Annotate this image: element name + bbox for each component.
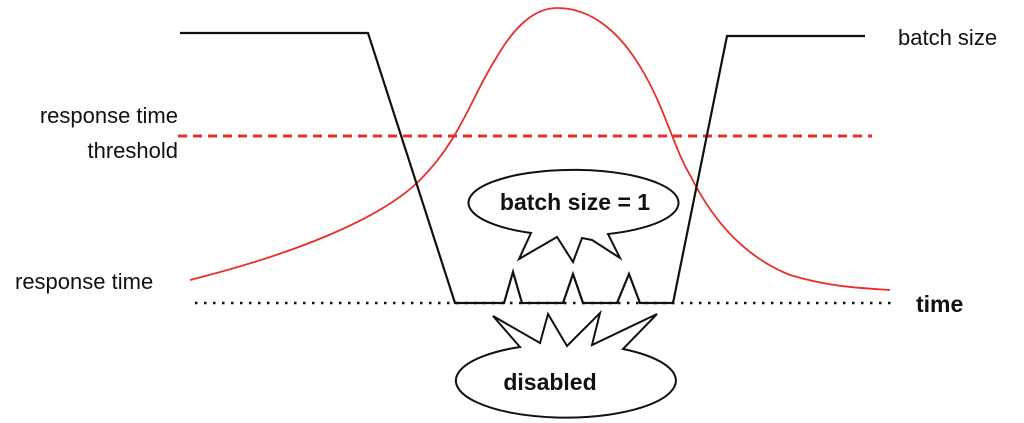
response-time-curve <box>189 7 891 291</box>
threshold-label-line2: threshold <box>87 138 178 163</box>
batch-size-1-callout: batch size = 1 <box>467 168 680 265</box>
disabled-callout: disabled <box>454 309 677 419</box>
threshold-label-line1: response time <box>40 103 178 128</box>
callout-bottom-text: disabled <box>503 369 596 395</box>
batch-size-label: batch size <box>898 25 997 50</box>
time-axis-label: time <box>916 291 963 317</box>
batch-size-line <box>180 31 865 305</box>
response-time-label: response time <box>15 269 153 294</box>
callout-top-text: batch size = 1 <box>500 189 650 215</box>
